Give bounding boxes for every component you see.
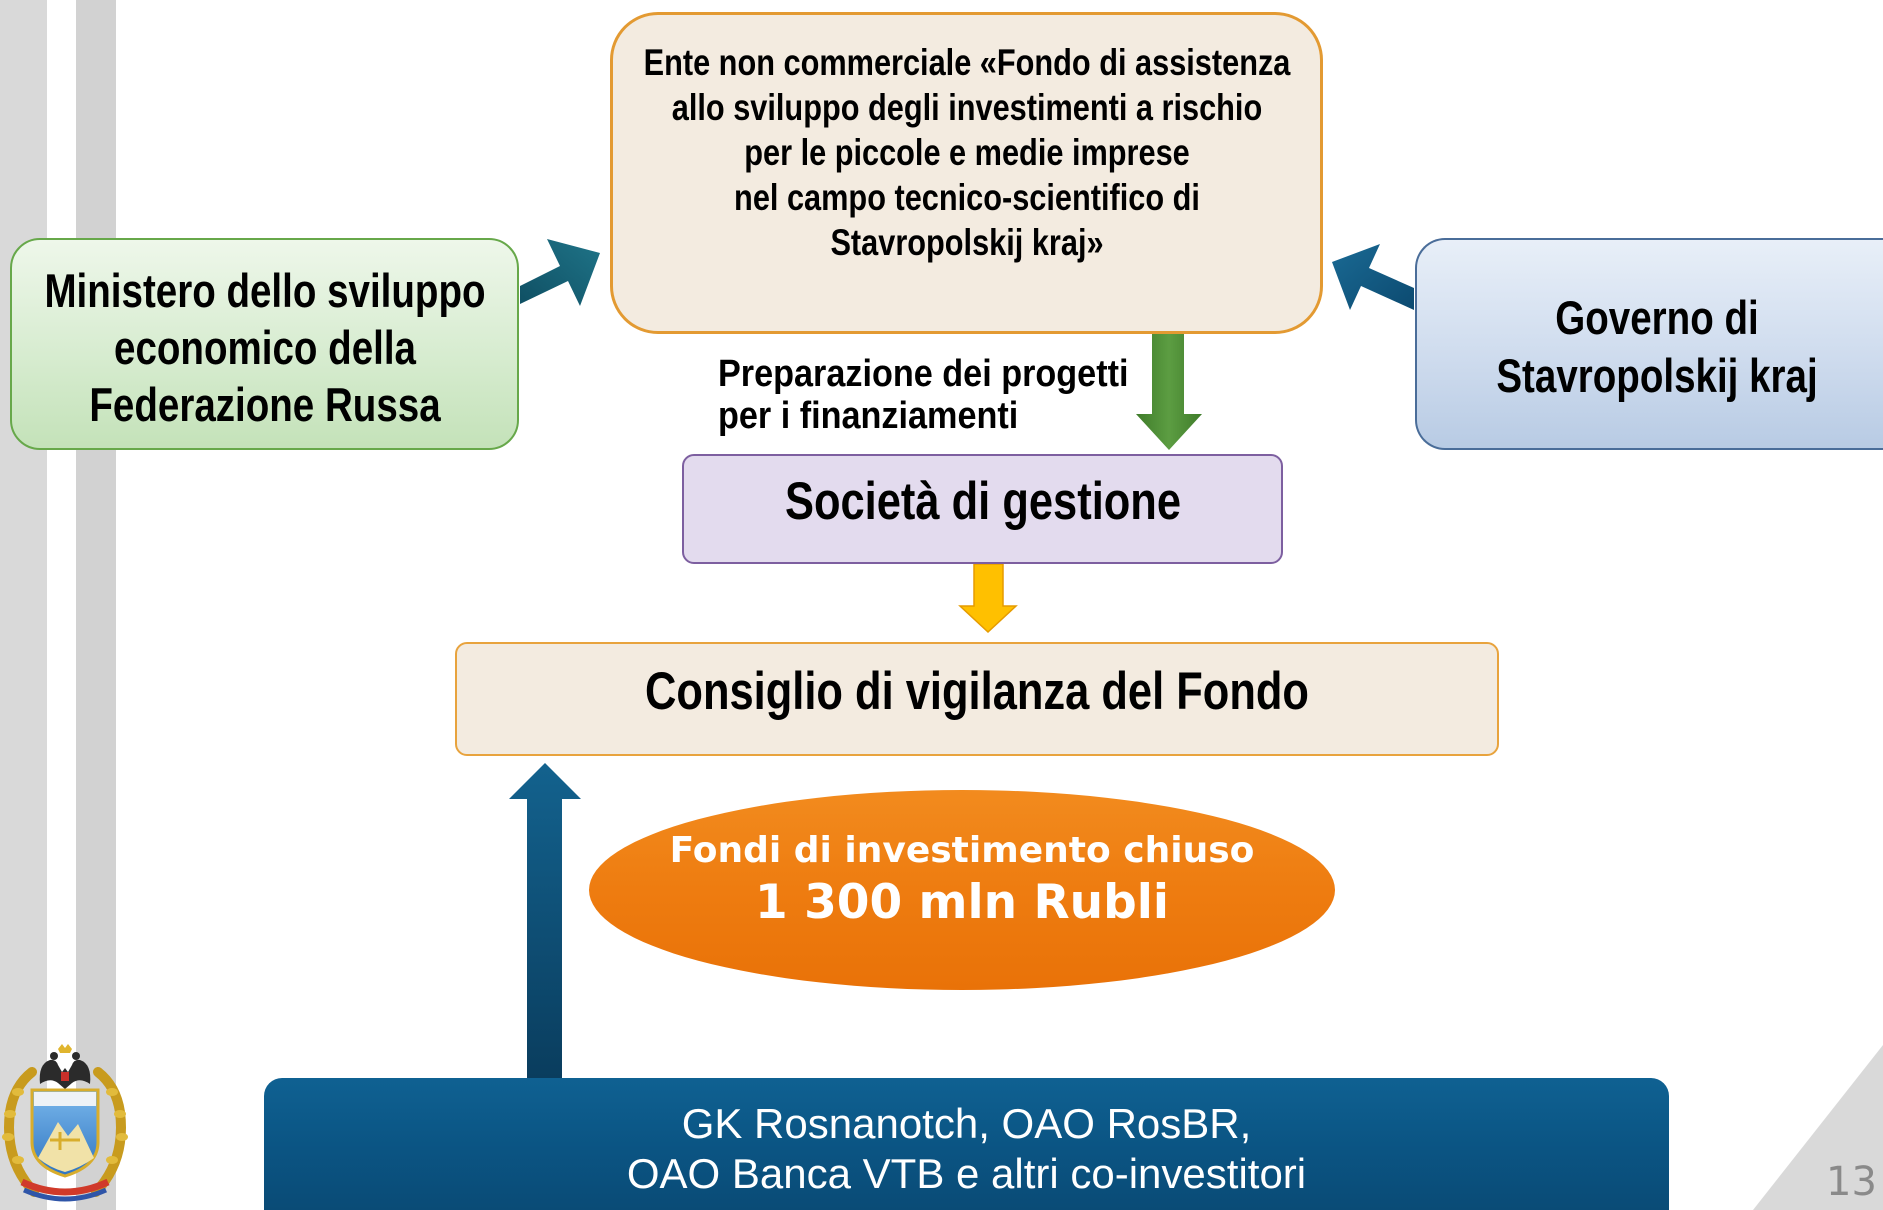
foundation-box-text: Ente non commerciale «Fondo di assistenz… [643,40,1290,265]
emblem-wreath [2,1067,128,1197]
foundation-box-line: allo sviluppo degli investimenti a risch… [671,87,1262,128]
arrow-government-to-foundation [1332,244,1414,310]
ministry-box-line: Federazione Russa [88,378,441,431]
ministry-box-text: Ministero dello sviluppo economico della… [44,262,485,433]
government-box: Governo di Stavropolskij kraj [1415,238,1883,450]
arrow-investors-to-council [509,763,581,1078]
arrow-foundation-to-management [1136,334,1202,450]
emblem-shield [30,1088,100,1178]
foundation-box-line: Ente non commerciale «Fondo di assistenz… [643,42,1290,83]
co-investors-box: GK Rosnanotch, OAO RosBR, OAO Banca VTB … [264,1078,1669,1210]
closed-fund-title: Fondi di investimento chiuso [669,830,1255,871]
coat-of-arms-icon [2,1044,128,1202]
foundation-box-line: Stavropolskij kraj» [829,222,1104,263]
government-box-text: Governo di Stavropolskij kraj [1496,289,1817,405]
left-decor-stripe [76,0,116,1210]
preparation-label-line: per i finanziamenti [718,395,1019,437]
management-company-box: Società di gestione [682,454,1283,564]
supervisory-council-box: Consiglio di vigilanza del Fondo [455,642,1499,756]
closed-fund-amount: 1 300 mln Rubli [755,875,1169,930]
government-box-line: Governo di [1555,291,1759,344]
supervisory-council-label: Consiglio di vigilanza del Fondo [645,662,1309,721]
foundation-box-line: per le piccole e medie imprese [743,132,1190,173]
co-investors-line: GK Rosnanotch, OAO RosBR, [681,1100,1252,1147]
preparation-label-line: Preparazione dei progetti [718,353,1129,395]
arrow-management-to-council [958,563,1018,634]
co-investors-text: GK Rosnanotch, OAO RosBR, OAO Banca VTB … [627,1099,1306,1199]
preparation-label: Preparazione dei progetti per i finanzia… [718,353,1128,437]
government-box-line: Stavropolskij kraj [1496,349,1818,402]
co-investors-line: OAO Banca VTB e altri co-investitori [626,1150,1307,1197]
ministry-box: Ministero dello sviluppo economico della… [10,238,519,450]
foundation-box: Ente non commerciale «Fondo di assistenz… [610,12,1323,334]
ministry-box-line: Ministero dello sviluppo [43,264,486,317]
arrow-ministry-to-foundation [520,239,600,306]
page-number: 13 [1826,1159,1877,1205]
ministry-box-line: economico della [113,321,416,374]
emblem-ribbon [20,1178,110,1202]
management-company-label: Società di gestione [784,472,1181,531]
left-decor-stripe [0,0,47,1210]
foundation-box-line: nel campo tecnico-scientifico di [733,177,1200,218]
corner-decoration [1753,1045,1883,1210]
emblem-eagle [39,1044,91,1089]
closed-fund-ellipse: Fondi di investimento chiuso 1 300 mln R… [589,790,1335,990]
